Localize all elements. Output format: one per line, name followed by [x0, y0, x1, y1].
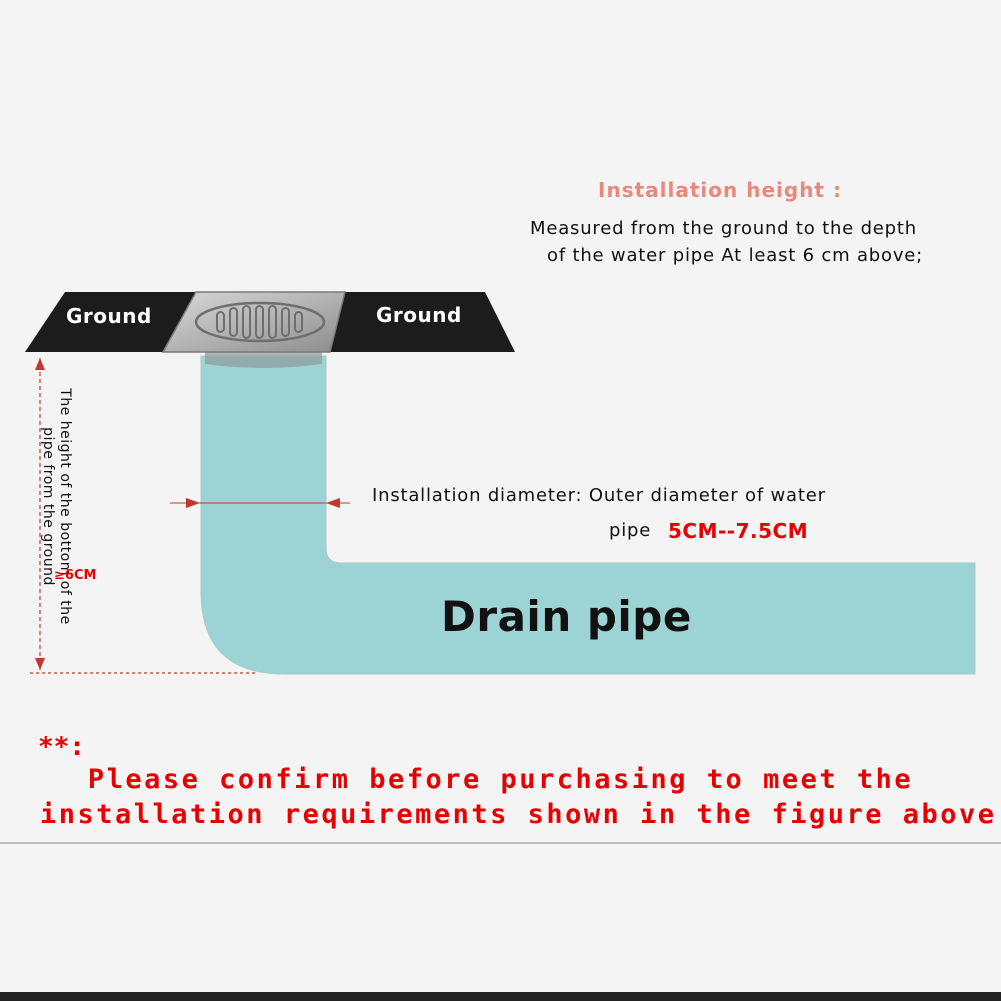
bottom-bar	[0, 992, 1001, 1001]
installation-height-line1: Measured from the ground to the depth	[530, 218, 917, 239]
drain-pipe-label: Drain pipe	[441, 592, 692, 641]
height-dimension-label: The height of the bottom of the pipe fro…	[40, 388, 73, 625]
installation-diameter-line1: Installation diameter: Outer diameter of…	[372, 485, 826, 506]
height-dimension	[30, 358, 255, 674]
note-line2: installation requirements shown in the f…	[40, 799, 997, 830]
height-dimension-value: ≥6CM	[54, 568, 97, 583]
drain-pipe-body	[200, 355, 976, 675]
arrow-down-icon	[35, 658, 45, 670]
installation-height-line2: of the water pipe At least 6 cm above;	[547, 245, 924, 266]
ground-label-left: Ground	[66, 304, 152, 328]
note-marker: **:	[38, 732, 85, 762]
diameter-dimension	[170, 498, 350, 508]
arrow-left-icon	[326, 498, 340, 508]
drain-grate-icon	[161, 291, 346, 353]
arrow-right-icon	[186, 498, 200, 508]
installation-diameter-line2: pipe	[609, 520, 652, 541]
pipe-neck	[205, 352, 322, 368]
installation-diameter-value: 5CM--7.5CM	[668, 519, 809, 543]
ground-label-right: Ground	[376, 303, 462, 327]
note-line1: Please confirm before purchasing to meet…	[87, 764, 914, 795]
ground-slab-left	[25, 292, 196, 352]
arrow-up-icon	[35, 358, 45, 370]
installation-height-title: Installation height :	[598, 178, 842, 202]
ground-slab-right	[330, 292, 515, 352]
